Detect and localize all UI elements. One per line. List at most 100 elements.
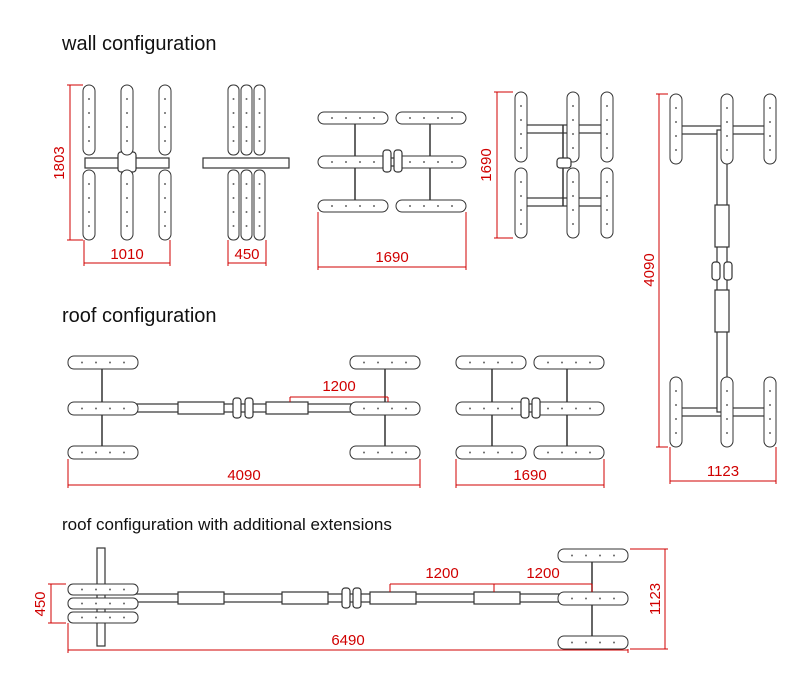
mounting-hole (245, 197, 248, 199)
mounting-hole (572, 119, 574, 121)
mounting-hole (423, 161, 425, 163)
mounting-hole (81, 451, 83, 454)
mounting-hole (258, 183, 261, 185)
mounting-hole (88, 225, 90, 227)
mounting-hole (547, 451, 549, 454)
mounting-hole (520, 105, 522, 107)
mounting-hole (123, 616, 125, 619)
mounting-hole (245, 98, 248, 100)
mounting-hole (245, 225, 248, 227)
wall-config-d: 1690 (478, 91, 614, 239)
mounting-hole (232, 98, 235, 100)
dim-roof-a-width: 4090 (227, 467, 260, 484)
mounting-hole (126, 225, 128, 227)
mounting-hole (675, 404, 677, 406)
mounting-hole (245, 140, 248, 142)
dim-ext-segment-2: 1200 (526, 565, 559, 582)
mounting-hole (520, 133, 522, 135)
mounting-hole (258, 211, 261, 213)
mounting-hole (451, 205, 453, 207)
mounting-hole (613, 641, 615, 644)
mounting-hole (126, 197, 128, 199)
mounting-hole (511, 451, 513, 454)
mounting-hole (726, 432, 728, 434)
mounting-hole (520, 181, 522, 183)
mounting-hole (109, 451, 111, 454)
mounting-hole (572, 195, 574, 197)
mounting-hole (409, 205, 411, 207)
mounting-hole (232, 183, 235, 185)
mounting-hole (126, 98, 128, 100)
mounting-hole (109, 361, 111, 364)
mounting-hole (81, 407, 83, 410)
mounting-hole (88, 211, 90, 213)
mounting-hole (345, 117, 347, 119)
mounting-hole (606, 105, 608, 107)
mounting-hole (359, 117, 361, 119)
mounting-hole (437, 205, 439, 207)
dim-roof-a-extension: 1200 (322, 378, 355, 395)
mounting-hole (363, 361, 365, 364)
mounting-hole (164, 126, 166, 128)
mounting-hole (561, 361, 563, 364)
mounting-hole (126, 211, 128, 213)
mounting-hole (675, 432, 677, 434)
mounting-hole (606, 147, 608, 149)
mounting-hole (675, 418, 677, 420)
mounting-hole (363, 407, 365, 410)
mounting-hole (589, 451, 591, 454)
dim-wall-a-height: 1803 (51, 146, 68, 179)
mounting-hole (423, 205, 425, 207)
mounting-hole (613, 597, 615, 600)
mounting-hole (511, 361, 513, 364)
mounting-hole (585, 641, 587, 644)
mounting-hole (81, 361, 83, 364)
mounting-hole (520, 147, 522, 149)
mounting-hole (451, 161, 453, 163)
mounting-hole (109, 602, 111, 605)
mounting-hole (126, 112, 128, 114)
mounting-hole (561, 407, 563, 410)
dim-ext-height-right: 1123 (647, 583, 664, 615)
mounting-hole (88, 112, 90, 114)
mounting-hole (575, 407, 577, 410)
mounting-hole (520, 209, 522, 211)
mounting-hole (572, 147, 574, 149)
mounting-hole (258, 112, 261, 114)
mounting-hole (126, 140, 128, 142)
mounting-hole (585, 597, 587, 600)
mounting-hole (572, 223, 574, 225)
mounting-hole (675, 135, 677, 137)
mounting-hole (123, 588, 125, 591)
mounting-hole (258, 98, 261, 100)
mounting-hole (675, 107, 677, 109)
dim-tall-width: 1123 (707, 463, 739, 480)
wall-config-c: 1690 (317, 111, 467, 270)
mounting-hole (497, 407, 499, 410)
mounting-hole (571, 641, 573, 644)
mounting-hole (95, 407, 97, 410)
mounting-hole (377, 407, 379, 410)
mounting-hole (88, 197, 90, 199)
mounting-hole (599, 554, 601, 557)
mounting-hole (437, 161, 439, 163)
mounting-hole (575, 451, 577, 454)
wall-config-a: 1803 1010 (51, 84, 172, 266)
mounting-hole (497, 451, 499, 454)
mounting-hole (675, 121, 677, 123)
mounting-hole (95, 616, 97, 619)
mounting-hole (726, 418, 728, 420)
mounting-hole (377, 361, 379, 364)
mounting-hole (331, 205, 333, 207)
mounting-hole (373, 117, 375, 119)
mounting-hole (126, 126, 128, 128)
mounting-hole (373, 205, 375, 207)
mounting-hole (109, 407, 111, 410)
dim-wall-a-width: 1010 (110, 246, 143, 263)
mounting-hole (123, 407, 125, 410)
mounting-hole (359, 161, 361, 163)
mounting-hole (164, 197, 166, 199)
mounting-hole (409, 161, 411, 163)
mounting-hole (497, 361, 499, 364)
mounting-hole (469, 407, 471, 410)
